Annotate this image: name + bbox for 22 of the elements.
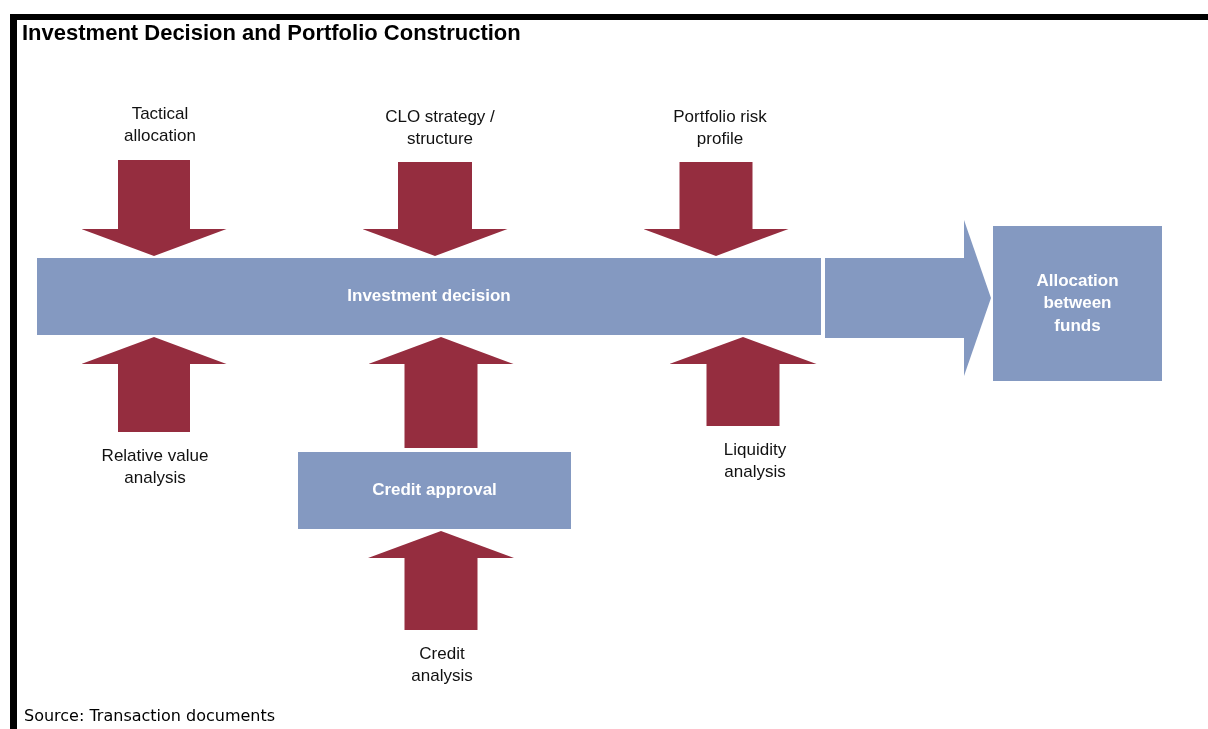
block-arrow bbox=[825, 220, 991, 376]
block-arrow bbox=[81, 337, 227, 432]
block-arrow bbox=[643, 162, 789, 256]
block-arrow bbox=[81, 160, 227, 256]
process-box bbox=[37, 258, 821, 335]
block-arrow bbox=[669, 337, 817, 426]
input-label: Portfolio risk profile bbox=[672, 105, 768, 150]
process-box bbox=[298, 452, 571, 529]
box-label: Investment decision bbox=[346, 285, 512, 308]
box-label: Allocation between funds bbox=[1035, 270, 1120, 337]
input-label: CLO strategy / structure bbox=[384, 105, 496, 150]
block-arrow bbox=[368, 531, 514, 630]
box-label: Credit approval bbox=[371, 479, 498, 502]
diagram-title: Investment Decision and Portfolio Construction bbox=[22, 20, 521, 46]
input-label: Relative value analysis bbox=[100, 444, 210, 489]
process-box bbox=[993, 226, 1162, 381]
block-arrow bbox=[368, 337, 514, 448]
input-label: Tactical allocation bbox=[123, 102, 197, 147]
source-note: Source: Transaction documents bbox=[24, 706, 276, 725]
input-label: Credit analysis bbox=[410, 642, 474, 687]
block-arrow bbox=[362, 162, 508, 256]
input-label: Liquidity analysis bbox=[722, 438, 788, 483]
